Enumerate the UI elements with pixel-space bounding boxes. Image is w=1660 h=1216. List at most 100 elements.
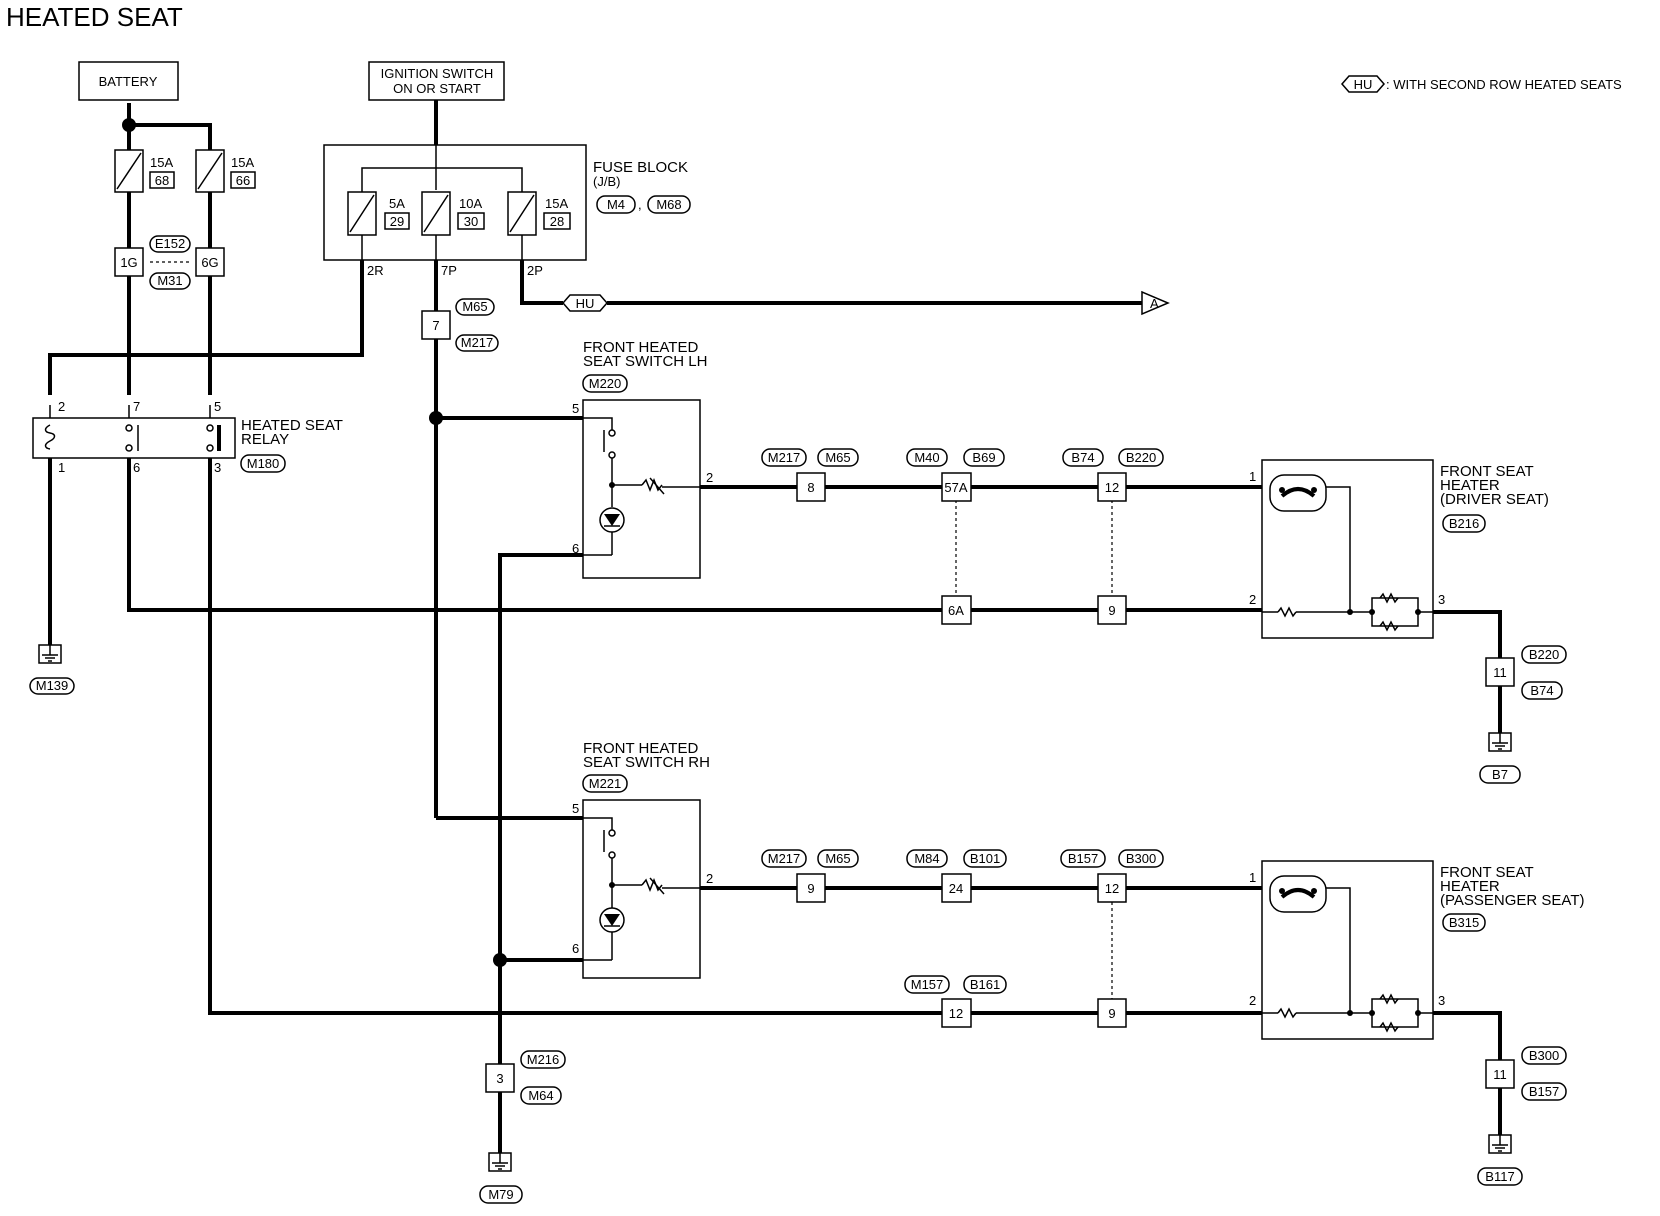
fuse-29-num: 29: [390, 214, 404, 229]
fuse-block-line1: FUSE BLOCK: [593, 159, 688, 176]
fuse-66-amp: 15A: [231, 155, 254, 170]
switch-lh-pin-5: 5: [572, 401, 579, 416]
conn-b74-g: B74: [1530, 683, 1553, 698]
switch-rh-pin-2: 2: [706, 871, 713, 886]
conn-m217-p: M217: [768, 851, 801, 866]
passenger-row-connectors: M217 M65 9 M84 B101 24 B157 B300 12 M157…: [761, 849, 1164, 1028]
conn-b74-d: B74: [1071, 450, 1094, 465]
relay-line1: HEATED SEAT: [241, 417, 343, 434]
conn-m157: M157: [911, 977, 944, 992]
heater-driver-line2: HEATER: [1440, 477, 1500, 494]
conn-m65-d: M65: [825, 450, 850, 465]
conn-e152: E152: [155, 236, 185, 251]
connector-3: 3: [496, 1071, 503, 1086]
ground-m139-label: M139: [36, 678, 69, 693]
fuse-68-amp: 15A: [150, 155, 173, 170]
switch-rh-pin-6: 6: [572, 941, 579, 956]
seat-switch-rh: FRONT HEATED SEAT SWITCH RH M221 5 6 2: [572, 740, 713, 979]
conn-m217-top: M217: [461, 335, 494, 350]
connector-6a: 6A: [948, 603, 964, 618]
connector-11-d: 11: [1493, 665, 1507, 680]
heated-seat-relay: 2 7 5 1 6 3 HEATED SEAT RELAY M180: [32, 399, 343, 475]
heater-pass-pin-3: 3: [1438, 993, 1445, 1008]
junction-1g: 1G: [120, 255, 137, 270]
heater-pass-pin-2: 2: [1249, 993, 1256, 1008]
conn-m65-p: M65: [825, 851, 850, 866]
heater-driver-pin-3: 3: [1438, 592, 1445, 607]
fuse-66-num: 66: [236, 173, 250, 188]
legend-code: HU: [1354, 77, 1373, 92]
conn-m221: M221: [589, 776, 622, 791]
heater-driver-pin-2: 2: [1249, 592, 1256, 607]
conn-m216: M216: [527, 1052, 560, 1067]
relay-pin-7: 7: [133, 399, 140, 414]
legend-text: : WITH SECOND ROW HEATED SEATS: [1386, 77, 1622, 92]
relay-pin-3: 3: [214, 460, 221, 475]
heater-driver-line3: (DRIVER SEAT): [1440, 491, 1549, 508]
fuse-28-num: 28: [550, 214, 564, 229]
conn-b220-d: B220: [1126, 450, 1156, 465]
relay-pin-2: 2: [58, 399, 65, 414]
ground-m79: M79: [488, 1187, 513, 1202]
connector-9-p: 9: [807, 881, 814, 896]
fuse-block-line2: (J/B): [593, 174, 620, 189]
switch-rh-line1: FRONT HEATED: [583, 740, 698, 757]
fuse-29: 5A 29: [347, 191, 410, 236]
conn-m65-top: M65: [462, 299, 487, 314]
conn-m68: M68: [656, 197, 681, 212]
term-7p: 7P: [441, 263, 457, 278]
battery-label: BATTERY: [99, 74, 158, 89]
conn-m31: M31: [157, 273, 182, 288]
fuse-30-amp: 10A: [459, 196, 482, 211]
heater-driver-line1: FRONT SEAT: [1440, 463, 1534, 480]
conn-m180: M180: [247, 456, 280, 471]
heater-driver: 1 2 3 FRONT SEAT HEATER (DRIVER SEAT) B2…: [1249, 459, 1549, 639]
switch-lh-line2: SEAT SWITCH LH: [583, 353, 707, 370]
fuse-block: FUSE BLOCK (J/B) M4 , M68 2R 7P 2P: [323, 144, 691, 278]
battery-box: BATTERY: [78, 61, 179, 101]
hu-code: HU: [576, 296, 595, 311]
conn-m220: M220: [589, 376, 622, 391]
switch-rh-pin-5: 5: [572, 801, 579, 816]
legend: HU : WITH SECOND ROW HEATED SEATS: [1341, 75, 1622, 93]
ground-b117: B117: [1485, 1169, 1514, 1184]
conn-b157-p: B157: [1068, 851, 1098, 866]
relay-pin-1: 1: [58, 460, 65, 475]
ground-b7: B7: [1492, 767, 1508, 782]
diagram-title: HEATED SEAT: [6, 2, 183, 32]
connector-11-p: 11: [1493, 1067, 1507, 1082]
relay-line2: RELAY: [241, 431, 289, 448]
fuse-68-num: 68: [155, 173, 169, 188]
connector-8: 8: [807, 480, 814, 495]
ground-m139: M139: [29, 644, 75, 695]
conn-b315: B315: [1449, 915, 1479, 930]
fuse-29-amp: 5A: [389, 196, 405, 211]
conn-b216: B216: [1449, 516, 1479, 531]
driver-row-connectors: M217 M65 8 M40 B69 57A B74 B220 12 6A 9: [761, 448, 1164, 625]
conn-b300-g: B300: [1529, 1048, 1559, 1063]
connector-12-d: 12: [1105, 480, 1119, 495]
fuse-30-num: 30: [464, 214, 478, 229]
relay-pin-5: 5: [214, 399, 221, 414]
heater-passenger: 1 2 3 FRONT SEAT HEATER (PASSENGER SEAT)…: [1249, 860, 1584, 1040]
fuse-28: 15A 28: [507, 191, 571, 236]
conn-m4: M4: [607, 197, 625, 212]
hu-dest: A: [1150, 296, 1159, 311]
conn-b161: B161: [970, 977, 1000, 992]
switch-rh-line2: SEAT SWITCH RH: [583, 754, 710, 771]
fuse-30: 10A 30: [421, 191, 485, 236]
heater-pass-line2: HEATER: [1440, 878, 1500, 895]
hu-branch: HU A: [562, 290, 1170, 316]
m79-ground: 3 M216 M64 M79: [479, 1050, 566, 1204]
conn-m84: M84: [914, 851, 939, 866]
connector-57a: 57A: [944, 480, 967, 495]
heater-pass-line3: (PASSENGER SEAT): [1440, 892, 1584, 909]
relay-pin-6: 6: [133, 460, 140, 475]
ignition-switch-box: IGNITION SWITCH ON OR START: [368, 61, 505, 101]
driver-ground: 11 B220 B74 B7: [1479, 645, 1567, 784]
conn-m40: M40: [914, 450, 939, 465]
switch-lh-pin-6: 6: [572, 541, 579, 556]
connector-7-pin: 7: [432, 318, 439, 333]
term-2r: 2R: [367, 263, 384, 278]
